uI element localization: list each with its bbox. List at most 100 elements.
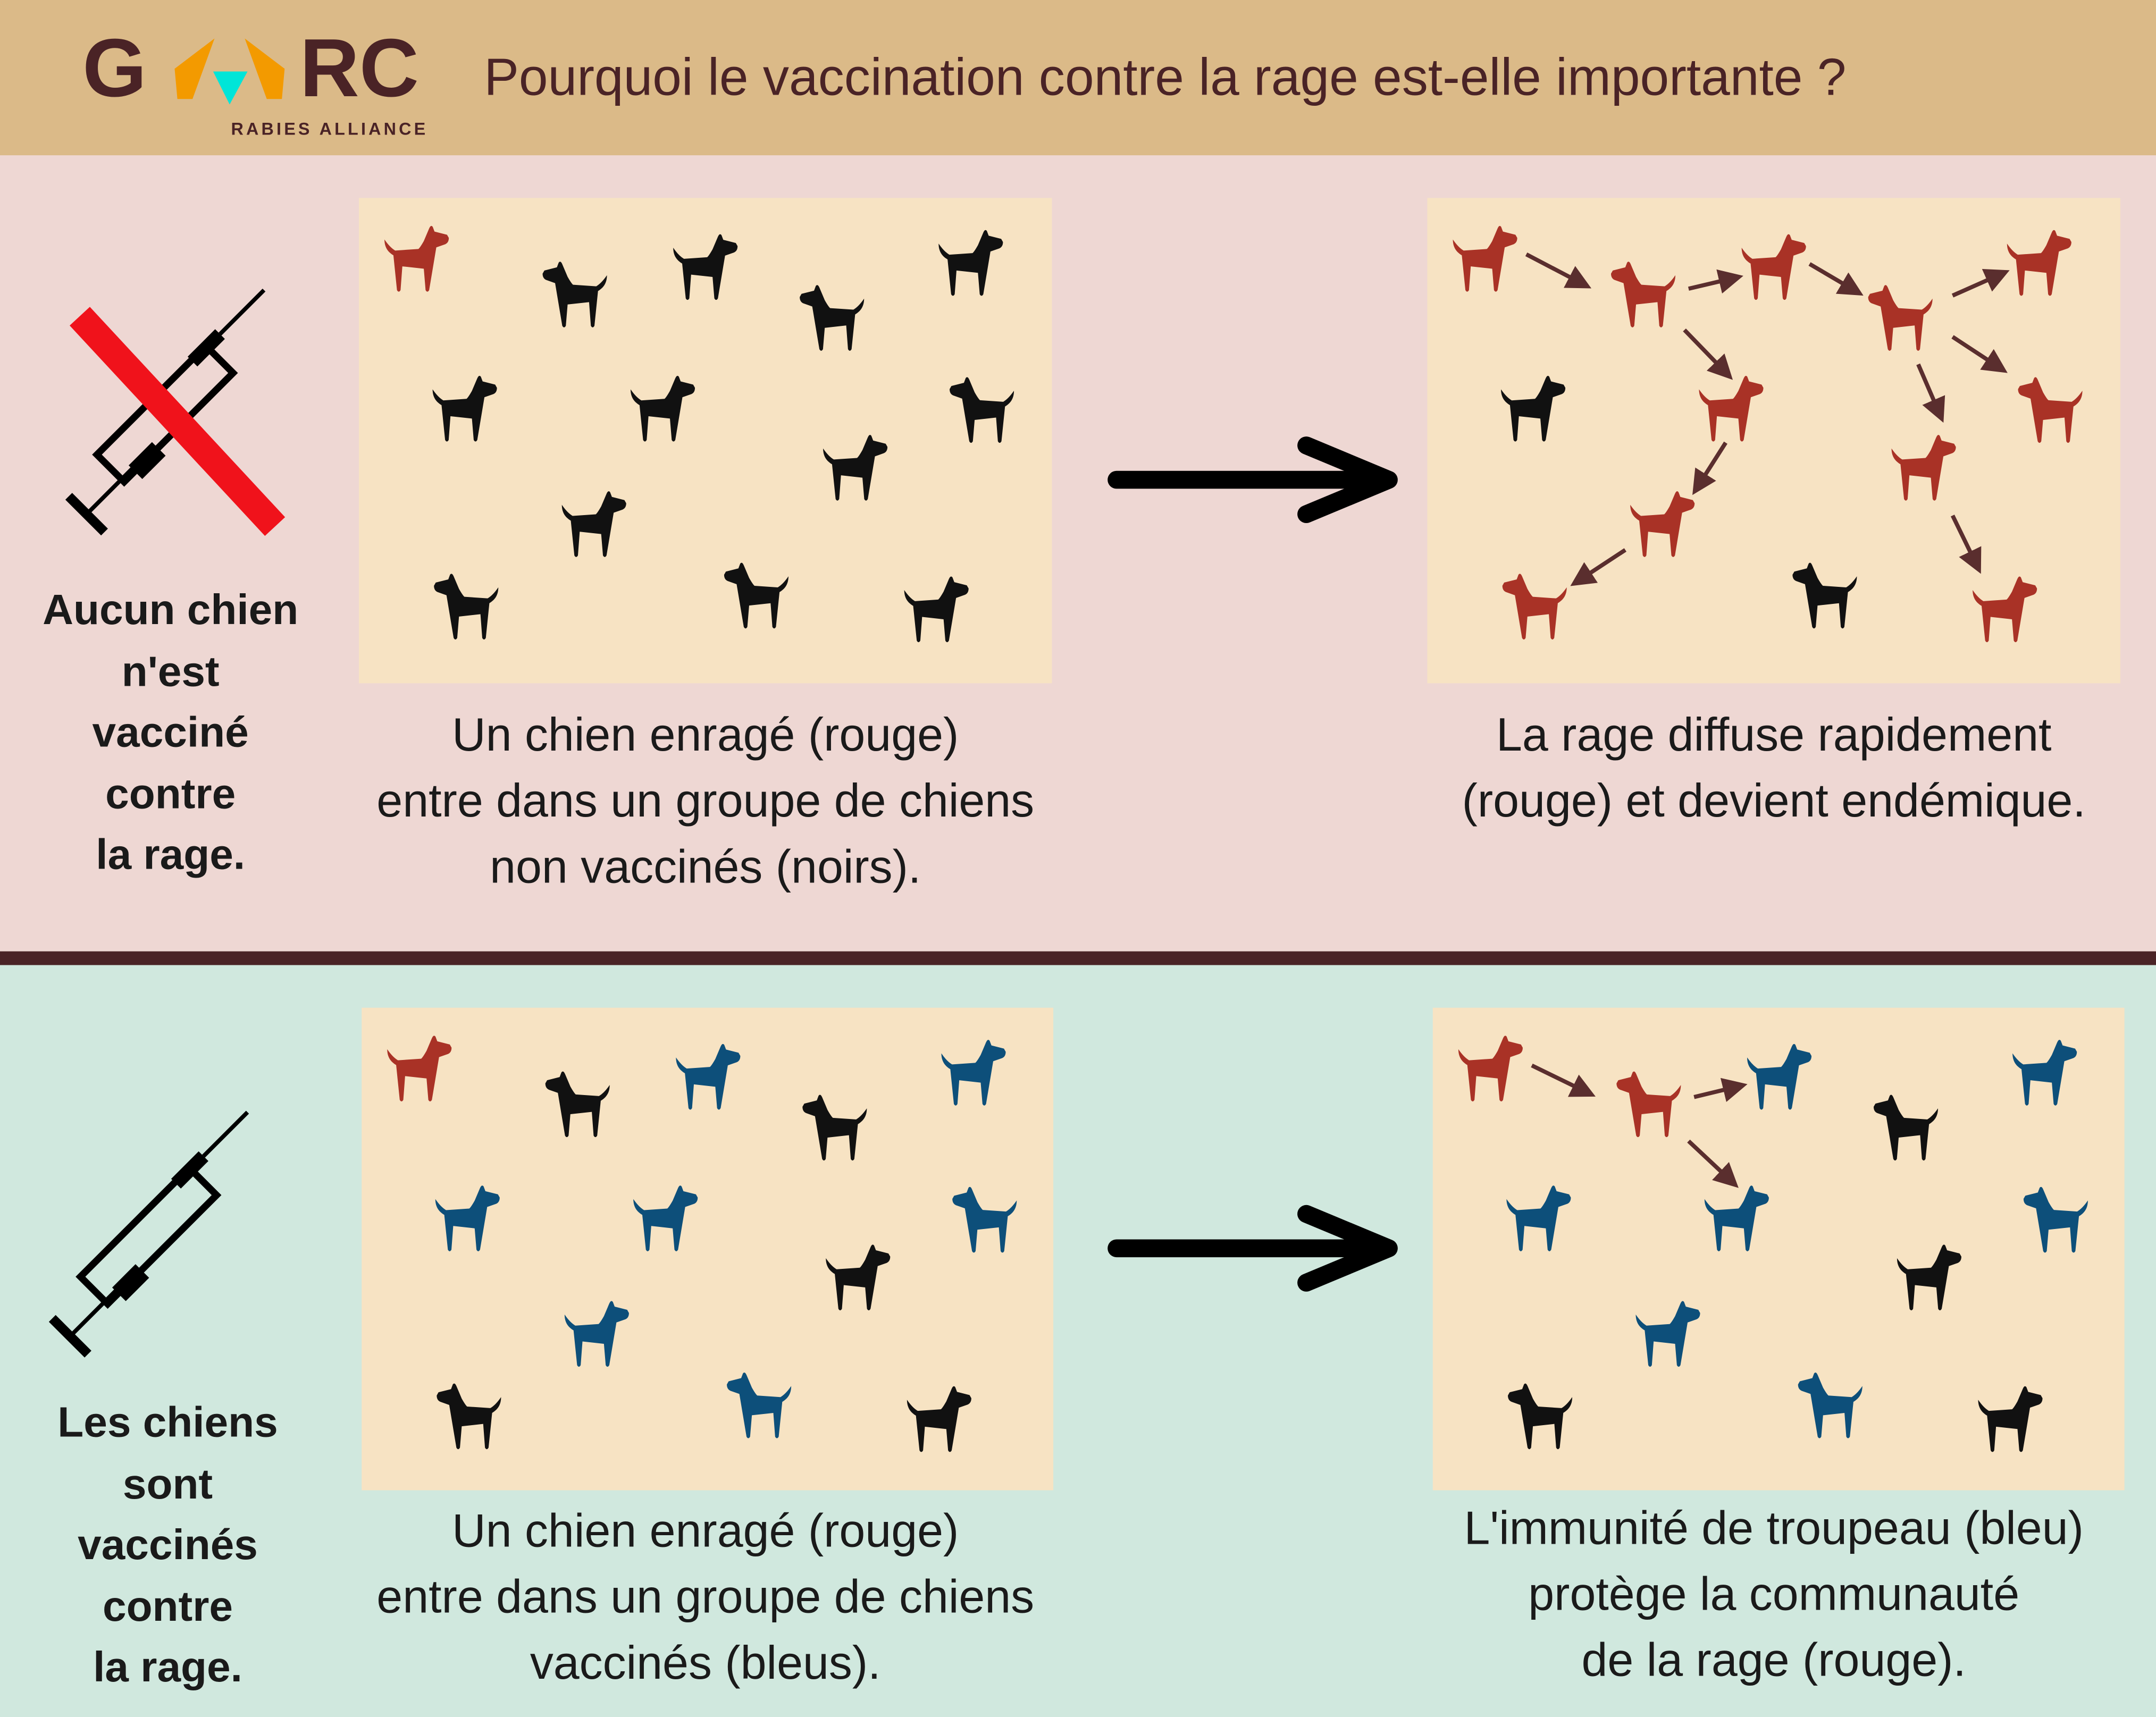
garc-logo: G RC (82, 22, 419, 114)
unvaccinated-dog-icon (1792, 562, 1857, 629)
rabid-dog-icon (1453, 226, 1517, 292)
unvaccinated-dog-icon (542, 262, 607, 327)
rabid-dog-icon (1741, 234, 1806, 300)
unvaccinated-dog-icon (1873, 1095, 1938, 1161)
caption-line: (rouge) et devient endémique. (1462, 775, 2086, 828)
label-line: vaccinés (78, 1520, 258, 1569)
unvaccinated-dog-icon (631, 375, 695, 442)
unvaccinated-dog-icon (826, 1244, 891, 1311)
rabid-dog-icon (1630, 491, 1695, 557)
rabid-dog-icon (2018, 377, 2083, 443)
rabid-dog-icon (1699, 375, 1764, 442)
bottom-after-caption: L'immunité de troupeau (bleu) protège la… (1389, 1496, 2156, 1694)
crossed-out-syringe-icon (69, 290, 286, 536)
red-cross-stroke (70, 307, 286, 536)
caption-line: entre dans un groupe de chiens (376, 1571, 1035, 1624)
syringe-icon (52, 1112, 247, 1354)
rabid-dog-icon (1502, 574, 1567, 639)
vaccinated-dog-icon (1635, 1301, 1700, 1367)
spread-arrow (1951, 335, 2008, 373)
label-line: n'est (121, 646, 220, 695)
section-divider (0, 951, 2156, 965)
svg-text:G: G (82, 22, 147, 114)
vaccinated-dog-icon (1747, 1043, 1812, 1110)
vaccinated-dog-icon (1704, 1185, 1769, 1251)
rabid-dog-icon (1610, 262, 1676, 327)
label-line: Aucun chien (43, 585, 299, 634)
spread-arrow (1808, 262, 1864, 296)
caption-line: vaccinés (bleus). (530, 1637, 881, 1690)
unvaccinated-dog-icon (950, 377, 1014, 443)
vaccinated-dog-icon (564, 1301, 629, 1367)
top-before-caption: Un chien enragé (rouge) entre dans un gr… (314, 703, 1097, 900)
top-after-caption: La rage diffuse rapidement (rouge) et de… (1389, 703, 2156, 835)
label-line: sont (122, 1459, 213, 1508)
spread-arrow (1693, 1078, 1748, 1102)
unvaccinated-dog-icon (802, 1095, 867, 1161)
caption-line: La rage diffuse rapidement (1496, 709, 2052, 762)
spread-arrow (1951, 268, 2010, 298)
unvaccinated-dog-icon (907, 1386, 971, 1452)
caption-line: L'immunité de troupeau (bleu) (1464, 1502, 2084, 1555)
unvaccinated-dog-icon (724, 562, 788, 629)
vaccinated-dog-icon (2023, 1186, 2088, 1253)
vaccinated-dog-icon (2012, 1040, 2077, 1106)
spread-arrow (1692, 441, 1727, 495)
unvaccinated-dog-icon (432, 375, 497, 442)
label-line: contre (102, 1581, 233, 1630)
logo-right-ear-shape (245, 38, 285, 99)
unvaccinated-dog-icon (545, 1071, 610, 1138)
bottom-side-label: Les chiens sont vaccinés contre la rage. (3, 1393, 333, 1698)
spread-arrow (1525, 252, 1592, 289)
rabid-dog-icon (2007, 230, 2071, 296)
top-side-label: Aucun chien n'est vacciné contre la rage… (5, 580, 335, 886)
spread-arrow (1916, 363, 1945, 423)
unvaccinated-dog-icon (904, 576, 969, 643)
rabid-dog-icon (384, 226, 449, 292)
caption-line: non vaccinés (noirs). (490, 841, 921, 894)
rabid-dog-icon (1891, 435, 1956, 501)
vaccinated-dog-icon (633, 1185, 698, 1251)
vaccinated-dog-icon (676, 1043, 741, 1110)
logo-nose-shape (213, 71, 248, 105)
logo-left-ear-shape (174, 38, 215, 99)
rabid-dog-icon (387, 1036, 452, 1101)
label-line: la rage. (93, 1643, 242, 1691)
unvaccinated-dog-icon (938, 230, 1003, 296)
spread-arrow (1950, 515, 1982, 574)
label-line: Les chiens (57, 1398, 278, 1446)
unvaccinated-dog-icon (1501, 375, 1566, 442)
header: G RC RABIES ALLIANCE Pourquoi le vaccina… (0, 0, 2156, 156)
vaccinated-dog-icon (952, 1186, 1017, 1253)
vaccinated-dog-icon (941, 1040, 1006, 1106)
unvaccinated-dog-icon (437, 1383, 501, 1450)
bottom-before-caption: Un chien enragé (rouge) entre dans un gr… (314, 1499, 1097, 1696)
svg-text:RC: RC (300, 22, 419, 114)
unvaccinated-dog-icon (561, 491, 626, 557)
rabid-dog-icon (1868, 285, 1933, 351)
vaccinated-dog-icon (727, 1372, 792, 1438)
unvaccinated-dog-icon (800, 285, 865, 351)
unvaccinated-dog-icon (1508, 1383, 1573, 1450)
caption-line: Un chien enragé (rouge) (452, 1505, 959, 1558)
caption-line: entre dans un groupe de chiens (376, 775, 1035, 828)
big-arrow-bottom (1108, 1205, 1398, 1292)
logo-subtitle: RABIES ALLIANCE (231, 119, 429, 139)
caption-line: protège la communauté (1528, 1568, 2020, 1621)
spread-arrow (1531, 1063, 1596, 1097)
spread-arrow (1688, 269, 1743, 294)
rabid-dog-icon (1616, 1071, 1681, 1138)
spread-arrow (1683, 328, 1733, 380)
vaccinated-dog-icon (435, 1185, 500, 1251)
big-arrow-top (1108, 436, 1398, 524)
label-line: la rage. (96, 830, 246, 879)
unvaccinated-dog-icon (673, 234, 738, 300)
vaccinated-dog-icon (1798, 1372, 1863, 1438)
spread-arrow (1570, 548, 1627, 586)
caption-line: de la rage (rouge). (1581, 1634, 1966, 1687)
rabid-dog-icon (1458, 1036, 1523, 1101)
label-line: vacciné (92, 708, 249, 756)
unvaccinated-dog-icon (823, 435, 888, 501)
